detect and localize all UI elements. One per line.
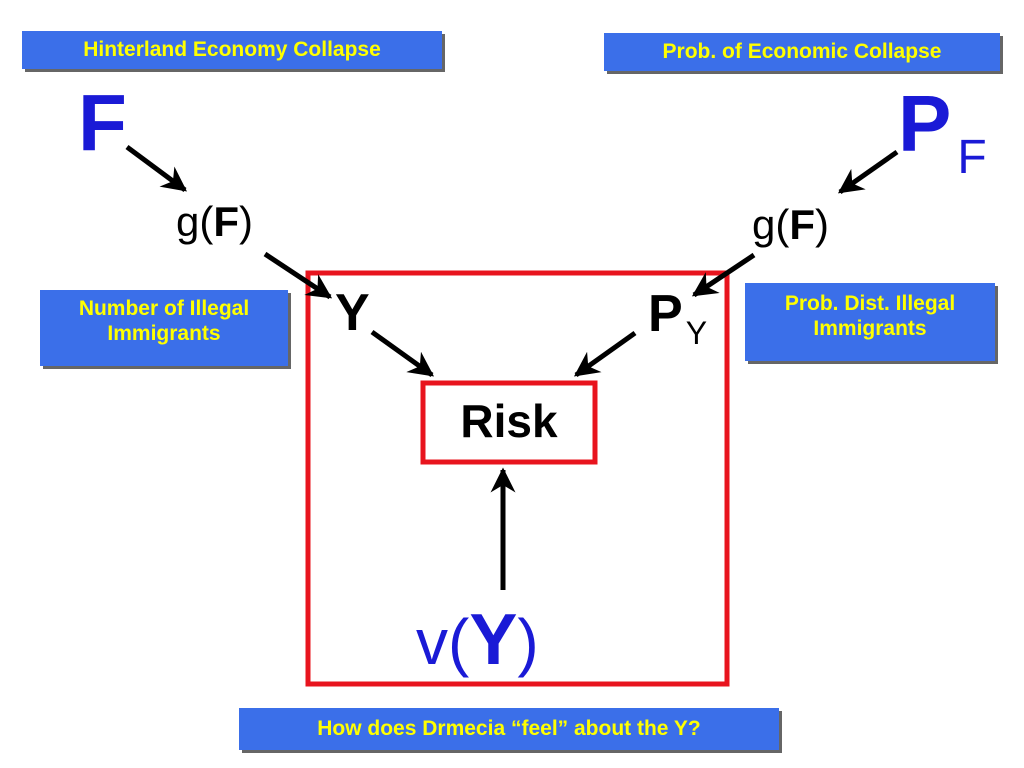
number-illegal-line2: Immigrants [107, 322, 221, 346]
risk-red-frame [420, 380, 598, 465]
g-left-suffix: ) [239, 198, 254, 245]
node-F: F [78, 78, 127, 167]
g-right-suffix: ) [815, 201, 830, 248]
arrow-F-to-gF-left [125, 144, 188, 193]
prob-dist-line1: Prob. Dist. Illegal [784, 292, 956, 315]
hinterland-economy-label: Hinterland Economy Collapse [22, 31, 442, 69]
node-v-of-Y: v(Y) [416, 604, 539, 676]
number-illegal-line1: Number of Illegal [78, 297, 250, 320]
arrow-gF-left-to-Y [263, 251, 333, 300]
v-prefix: v( [416, 606, 470, 678]
arrow-Y-to-risk [370, 329, 435, 378]
question-label: How does Drmecia “feel” about the Y? [239, 708, 779, 750]
node-Y: Y [335, 284, 370, 342]
node-P-Y: PY [648, 288, 707, 349]
g-right-arg: F [789, 201, 816, 248]
arrow-PF-to-gF-right [837, 149, 899, 195]
prob-dist-line2: Immigrants [813, 317, 927, 341]
arrow-PY-to-risk [573, 330, 637, 378]
risk-label: Risk [460, 395, 558, 447]
node-P-letter: P [898, 79, 952, 168]
node-PY-letter: P [648, 285, 683, 343]
prob-dist-illegal-immigrants-label: Prob. Dist. Illegal Immigrants [745, 283, 995, 361]
node-P-subscript: F [957, 130, 987, 184]
node-g-of-F-left: g(F) [176, 201, 253, 243]
number-illegal-immigrants-label: Number of Illegal Immigrants [40, 290, 288, 366]
arrow-gF-right-to-PY [691, 252, 756, 298]
g-right-prefix: g( [752, 201, 790, 248]
node-PY-subscript: Y [685, 314, 708, 351]
v-suffix: ) [517, 606, 539, 678]
node-g-of-F-right: g(F) [752, 204, 829, 246]
prob-economic-collapse-label: Prob. of Economic Collapse [604, 33, 1000, 71]
g-left-arg: F [213, 198, 240, 245]
outer-red-frame [305, 270, 730, 687]
v-arg: Y [469, 600, 518, 680]
g-left-prefix: g( [176, 198, 214, 245]
